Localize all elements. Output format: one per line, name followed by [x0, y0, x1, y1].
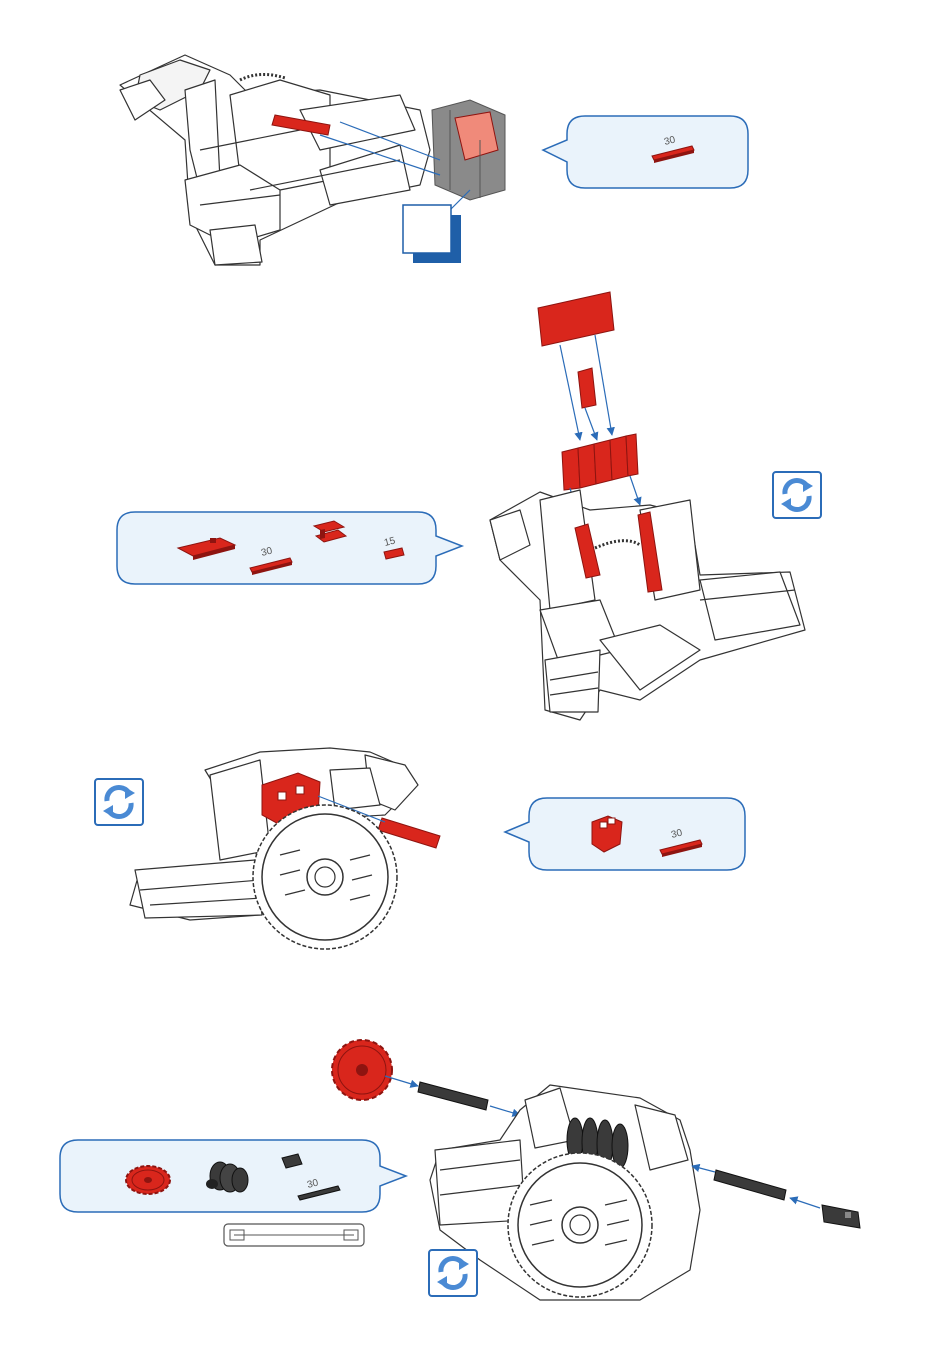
- rotate-icon: [429, 1250, 477, 1296]
- step-1: 30: [120, 55, 748, 265]
- step-3: 30: [95, 748, 745, 949]
- red-gear-part: [332, 1040, 392, 1100]
- lever-tool-icon: [224, 1224, 364, 1246]
- parts-bubble-3: 30: [505, 798, 745, 870]
- step-2-assembly: [490, 292, 805, 720]
- gear-wheel-icon: [126, 1166, 170, 1194]
- step-square-marker: [403, 190, 470, 263]
- step-4: 30: [60, 1040, 860, 1300]
- step-4-assembly: [332, 1040, 860, 1300]
- step-3-assembly: [130, 748, 440, 949]
- parts-bubble-1: 30: [543, 116, 748, 188]
- rotate-icon: [95, 779, 143, 825]
- parts-bubble-2: 30 15: [117, 512, 462, 584]
- rotate-icon: [773, 472, 821, 518]
- step-2: 30 15: [117, 292, 821, 720]
- parts-bubble-4: 30: [60, 1140, 406, 1212]
